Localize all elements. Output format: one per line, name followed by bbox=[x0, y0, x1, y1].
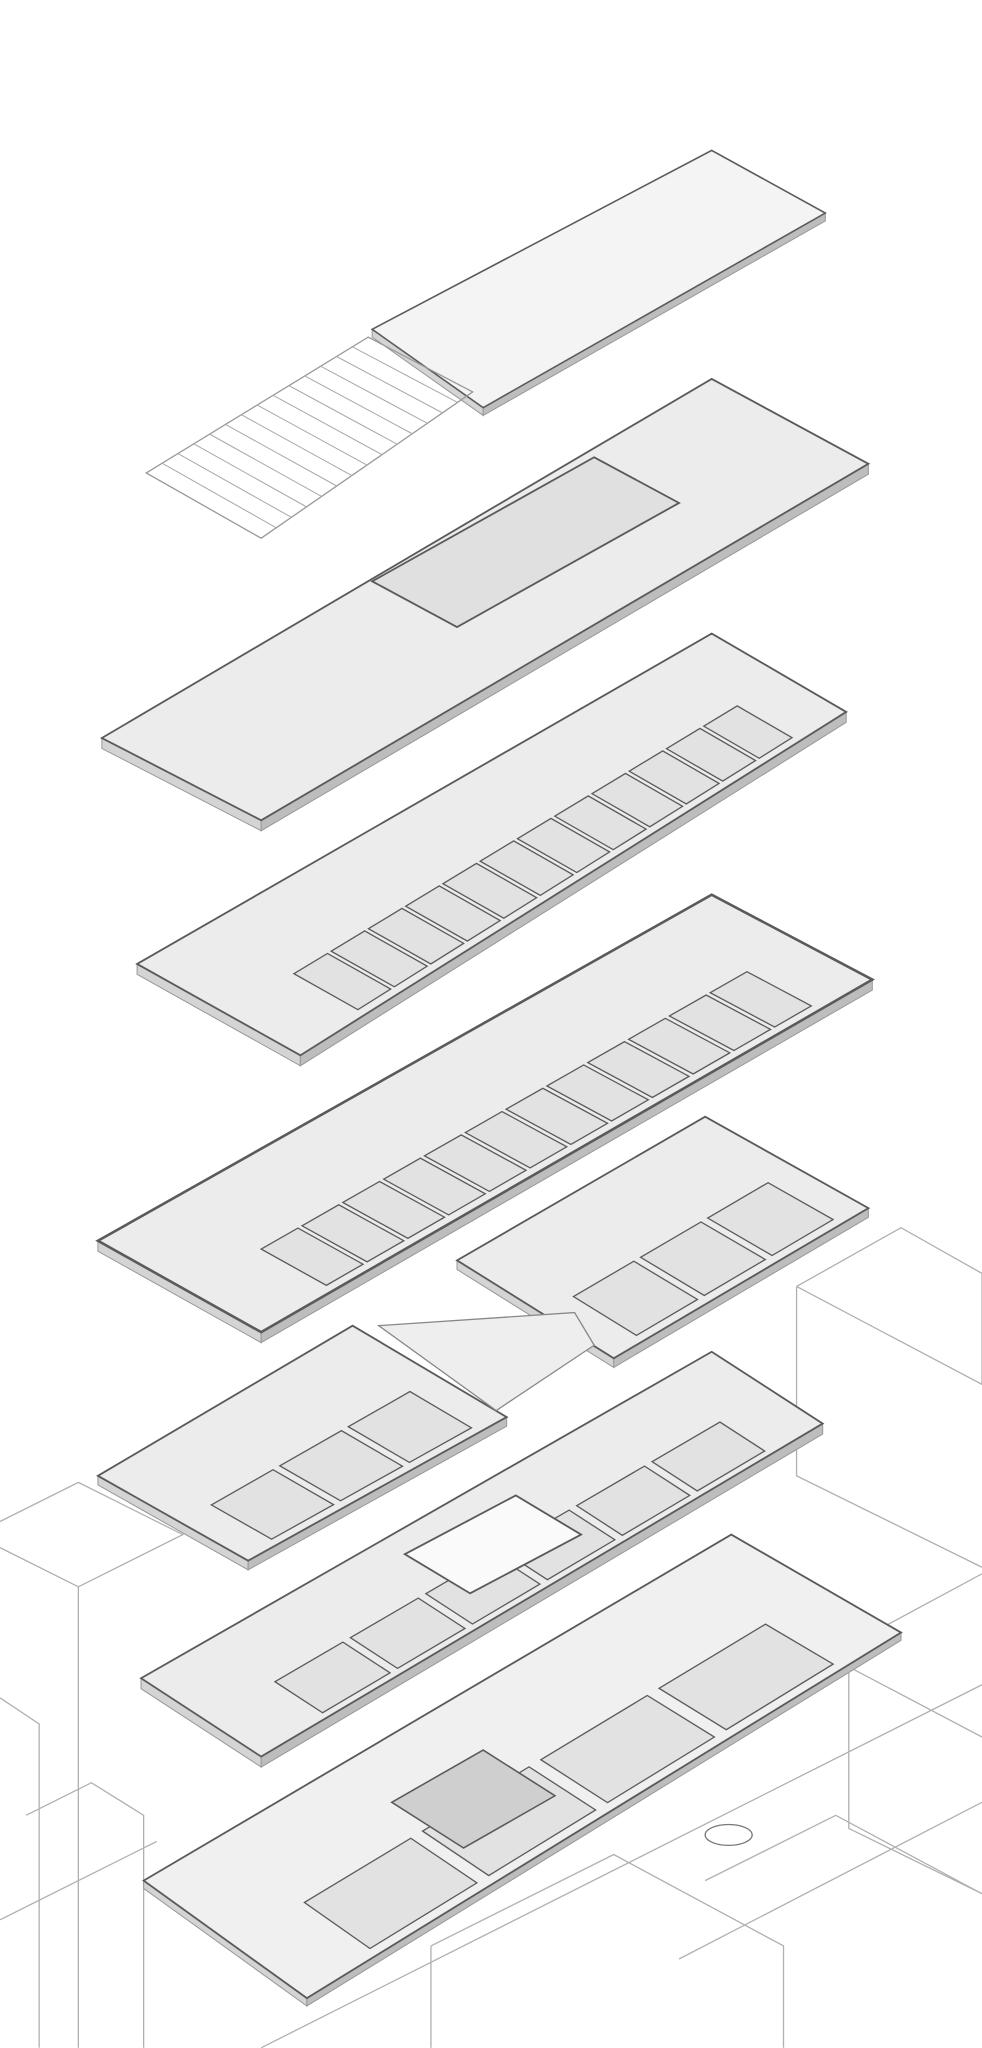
pergola-beam bbox=[336, 356, 443, 414]
room bbox=[553, 795, 648, 851]
pergola-beam bbox=[225, 423, 337, 487]
room bbox=[367, 907, 465, 965]
room bbox=[657, 1623, 835, 1731]
room bbox=[463, 1110, 569, 1169]
pergola-beam bbox=[352, 346, 458, 403]
pergola-beam bbox=[304, 375, 413, 435]
room bbox=[273, 1641, 392, 1714]
context-building-outline bbox=[848, 1645, 982, 1895]
room bbox=[665, 727, 757, 782]
planted-courtyard bbox=[390, 1749, 557, 1849]
context-building-outline bbox=[0, 1697, 40, 2048]
context-building-outline bbox=[704, 1814, 982, 1895]
pergola bbox=[144, 336, 474, 539]
room bbox=[572, 1260, 699, 1337]
floor-slabs bbox=[95, 149, 903, 2008]
context-building-outline bbox=[796, 1226, 982, 1386]
room bbox=[423, 1134, 528, 1193]
room bbox=[668, 994, 772, 1052]
roof-slab bbox=[370, 149, 827, 417]
room bbox=[300, 1204, 406, 1263]
pergola-beam bbox=[320, 365, 428, 424]
room bbox=[441, 862, 538, 919]
room bbox=[347, 1390, 473, 1464]
terrace-core-block bbox=[370, 456, 681, 629]
level-upper-2 bbox=[95, 893, 876, 1344]
slab-top bbox=[96, 1324, 509, 1562]
context-building-outline bbox=[0, 1840, 157, 1921]
room bbox=[650, 1421, 766, 1492]
slab-top bbox=[135, 632, 848, 1057]
pergola-frame bbox=[144, 336, 474, 539]
bridge bbox=[376, 1311, 596, 1412]
room bbox=[478, 840, 575, 897]
room bbox=[278, 1429, 404, 1502]
pergola-beam bbox=[288, 385, 398, 445]
slab-top bbox=[95, 893, 876, 1334]
pergola-beam bbox=[177, 453, 292, 518]
room bbox=[404, 885, 502, 942]
room bbox=[639, 1221, 767, 1297]
level-upper-1 bbox=[135, 632, 848, 1067]
context-building-outline bbox=[0, 1481, 185, 1588]
room bbox=[590, 772, 684, 828]
context-building-outline bbox=[25, 1781, 145, 2048]
room bbox=[329, 930, 429, 988]
room bbox=[292, 952, 392, 1011]
room bbox=[706, 1181, 835, 1257]
context-building-outline bbox=[430, 1853, 785, 2048]
slab-top bbox=[370, 149, 827, 409]
room bbox=[708, 970, 813, 1028]
pergola-beam bbox=[209, 433, 322, 497]
room bbox=[627, 1017, 732, 1075]
room bbox=[575, 1465, 691, 1537]
courtyard-void bbox=[402, 1494, 583, 1595]
room bbox=[349, 1597, 467, 1670]
room bbox=[341, 1180, 446, 1240]
room bbox=[303, 1837, 479, 1950]
context-building-outline bbox=[795, 1286, 982, 1568]
context-building-outline bbox=[260, 1684, 982, 2048]
room bbox=[539, 1694, 716, 1804]
pergola-beam bbox=[257, 404, 368, 466]
slab-top bbox=[141, 1533, 903, 2000]
pergola-beam bbox=[193, 443, 307, 508]
room bbox=[586, 1040, 691, 1099]
room bbox=[504, 1087, 609, 1146]
room bbox=[516, 817, 611, 874]
room bbox=[702, 705, 794, 760]
room bbox=[210, 1468, 335, 1540]
room bbox=[259, 1227, 365, 1287]
car-icon bbox=[704, 1823, 753, 1847]
room bbox=[545, 1064, 650, 1122]
context-building-outline bbox=[678, 1801, 982, 1960]
ground-level bbox=[141, 1533, 903, 2008]
room bbox=[382, 1157, 487, 1216]
pergola-beam bbox=[161, 462, 277, 529]
pergola-beam bbox=[272, 394, 383, 456]
level-mid-right bbox=[455, 1115, 871, 1369]
level-mid-left bbox=[96, 1324, 509, 1571]
pergola-beam bbox=[241, 414, 353, 477]
room bbox=[627, 750, 721, 805]
